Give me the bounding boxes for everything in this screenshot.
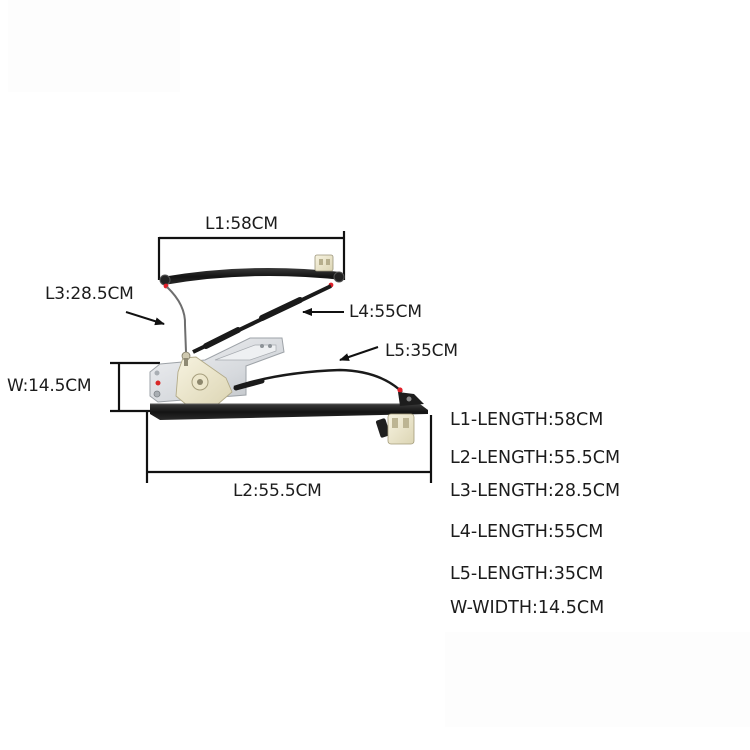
upper-rail — [159, 254, 345, 289]
spec-item-l2: L2-LENGTH:55.5CM — [450, 448, 621, 468]
callout-l4: L4:55CM — [349, 302, 422, 322]
dimension-line-w — [110, 361, 160, 413]
upper-slider-clip — [314, 254, 334, 272]
callout-l1: L1:58CM — [205, 214, 278, 234]
gear-housing — [175, 351, 233, 407]
dimension-line-l2 — [145, 411, 433, 483]
background-panel — [8, 0, 180, 92]
callout-l5: L5:35CM — [385, 341, 458, 361]
callout-l2: L2:55.5CM — [233, 481, 322, 501]
spec-item-l3: L3-LENGTH:28.5CM — [450, 481, 621, 501]
spec-item-width: W-WIDTH:14.5CM — [450, 598, 605, 618]
spec-item-l5: L5-LENGTH:35CM — [450, 564, 604, 584]
lower-slider-clip — [375, 413, 415, 445]
red-marker — [155, 380, 161, 386]
dimension-line-l1 — [157, 231, 346, 280]
cable-l5 — [233, 368, 403, 393]
spec-item-l4: L4-LENGTH:55CM — [450, 522, 604, 542]
arrow-l3 — [125, 311, 165, 326]
spec-item-l1: L1-LENGTH:58CM — [450, 410, 604, 430]
background-panel — [445, 632, 750, 727]
arrow-l5 — [339, 346, 379, 361]
cable-l3 — [166, 286, 187, 353]
red-marker — [397, 387, 403, 393]
callout-l3: L3:28.5CM — [45, 284, 134, 304]
cable-l4 — [192, 284, 332, 354]
callout-width: W:14.5CM — [7, 376, 92, 396]
lower-rail — [150, 392, 428, 420]
